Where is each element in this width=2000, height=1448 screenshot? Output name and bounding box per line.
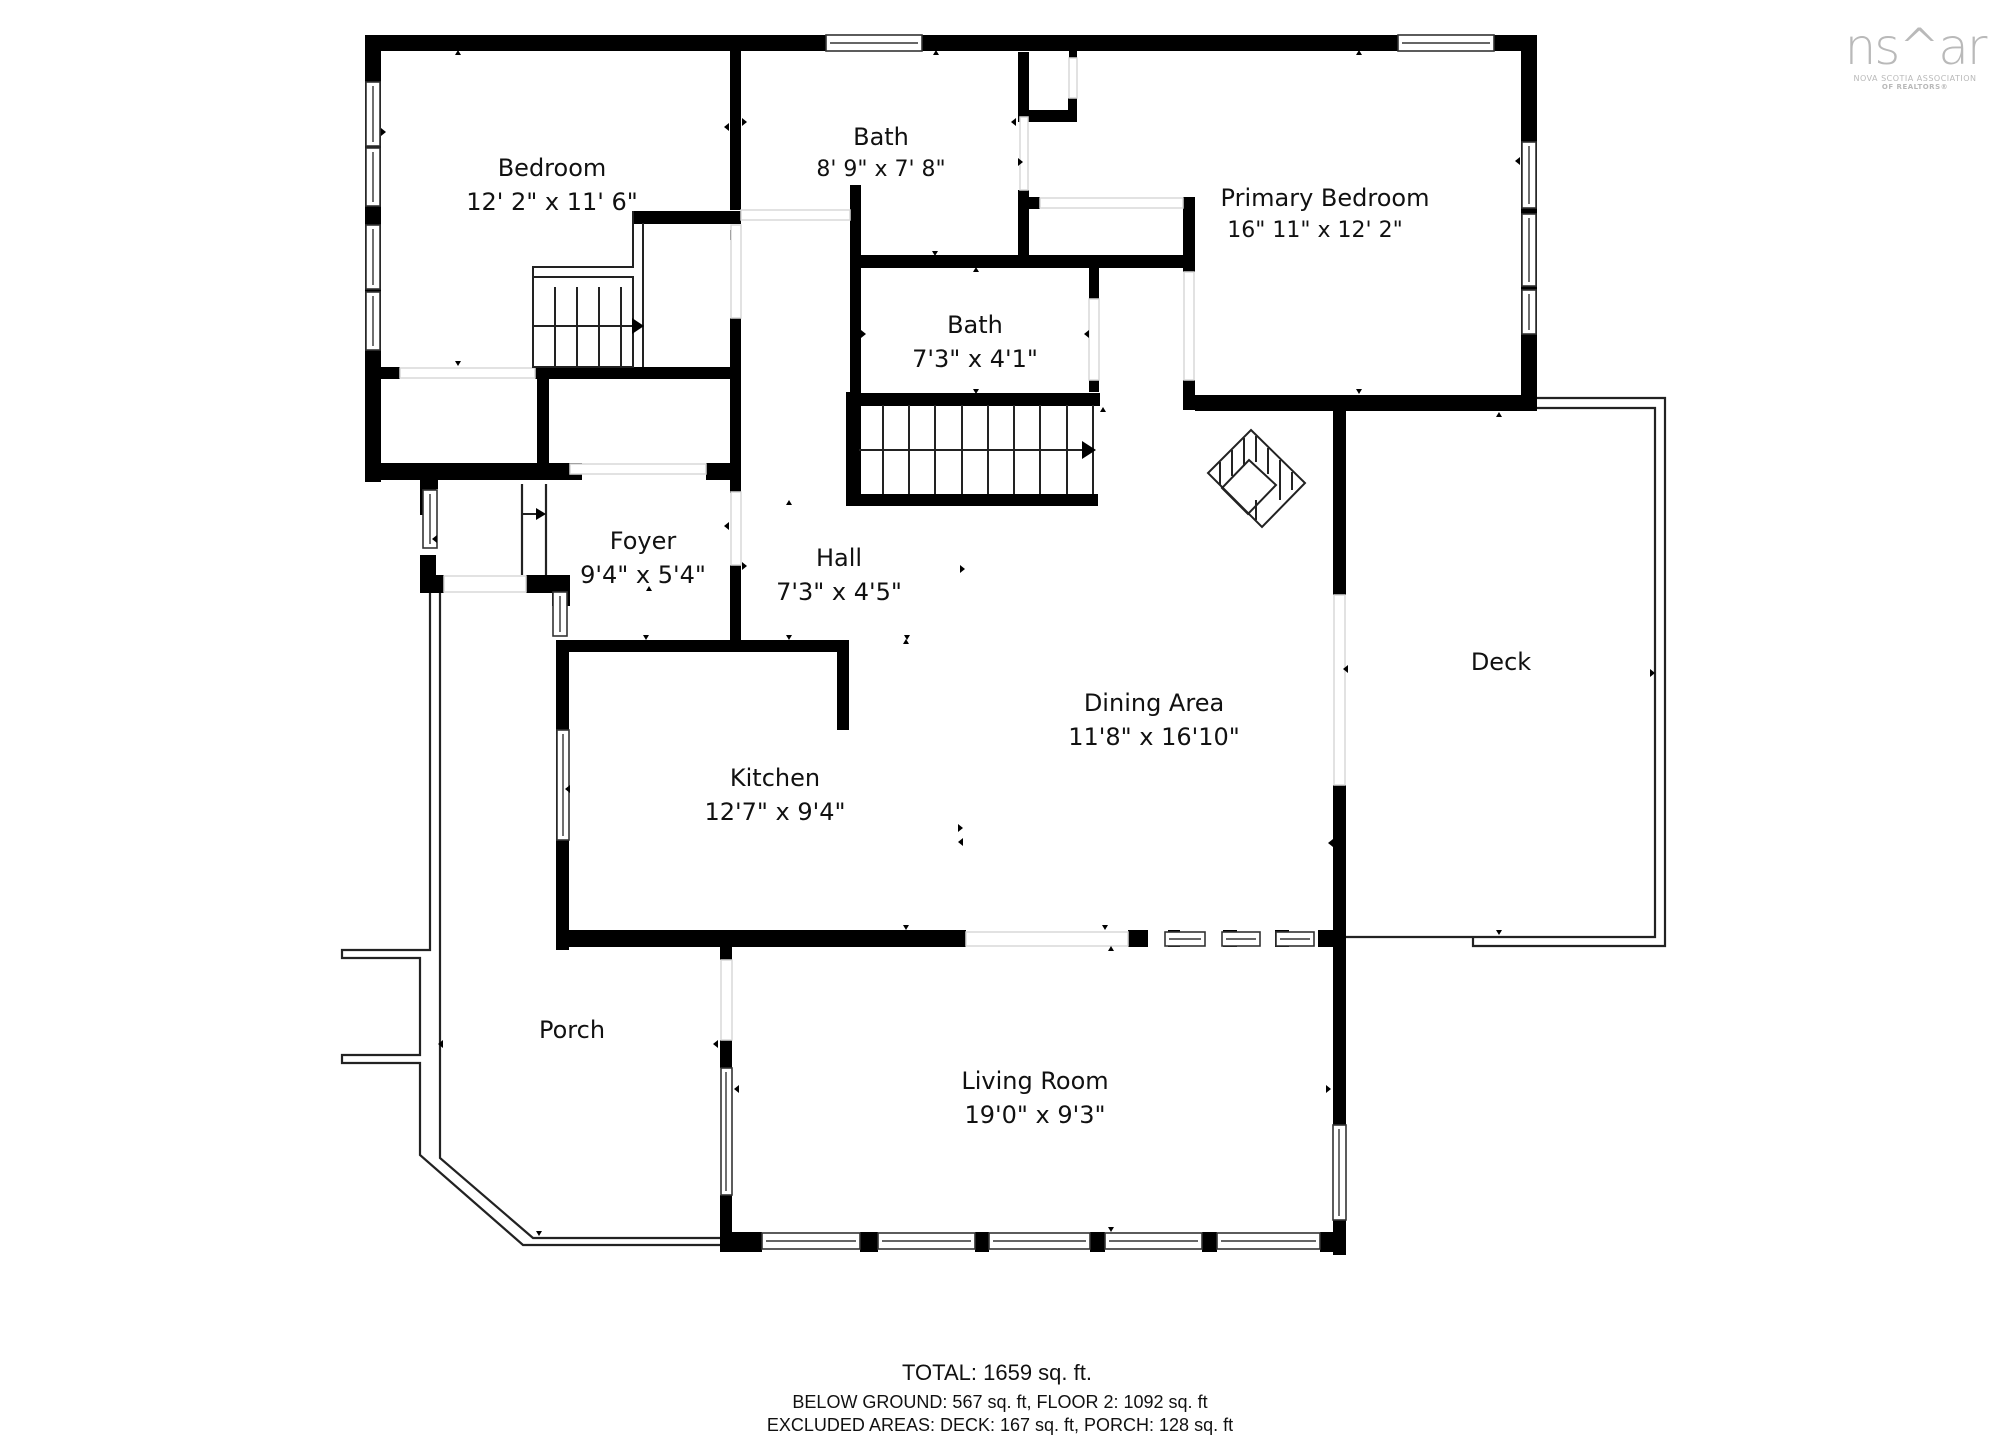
room-dimensions: 7'3" x 4'5" (776, 578, 902, 606)
camera-markers (381, 50, 1655, 1236)
room-label-bath-lower: Bath 7'3" x 4'1" (912, 313, 1038, 371)
room-label-living-room: Living Room 19'0" x 9'3" (961, 1069, 1108, 1127)
room-name: Dining Area (1083, 689, 1225, 717)
porch-railing (340, 484, 720, 1247)
entry-step (522, 508, 546, 520)
room-name: Kitchen (729, 764, 821, 792)
room-dimensions: 9'4" x 5'4" (580, 561, 706, 589)
room-dimensions: 11'8" x 16'10" (1068, 723, 1240, 751)
area-summary: TOTAL: 1659 sq. ft. BELOW GROUND: 567 sq… (0, 1360, 2000, 1436)
room-name: Deck (1470, 648, 1532, 676)
logo-mark: ns^ar (1844, 18, 1988, 76)
room-name: Bedroom (497, 154, 607, 182)
room-dimensions: 7'3" x 4'1" (912, 345, 1038, 373)
room-dimensions: 12'7" x 9'4" (704, 798, 846, 826)
room-name: Bath (947, 311, 1003, 339)
fireplace-icon (1206, 428, 1307, 529)
room-dimensions: 8' 9" x 7' 8" (816, 157, 946, 182)
room-label-hall: Hall 7'3" x 4'5" (776, 546, 902, 604)
total-area: TOTAL: 1659 sq. ft. (902, 1360, 1092, 1385)
room-label-deck: Deck (1471, 650, 1531, 674)
room-name: Bath (853, 123, 909, 151)
room-label-porch: Porch (539, 1018, 605, 1042)
room-dimensions: 16" 11" x 12' 2" (1227, 218, 1403, 243)
openings (399, 57, 1346, 1041)
floor-areas: BELOW GROUND: 567 sq. ft, FLOOR 2: 1092 … (792, 1392, 1208, 1412)
room-dimensions: 19'0" x 9'3" (964, 1101, 1106, 1129)
logo-line-1: NOVA SCOTIA ASSOCIATION (1853, 74, 1977, 83)
room-label-bedroom: Bedroom 12' 2" x 11' 6" (466, 156, 638, 214)
deck-railing (1346, 396, 1667, 948)
room-label-foyer: Foyer 9'4" x 5'4" (580, 529, 706, 587)
room-name: Hall (815, 544, 863, 572)
room-name: Porch (538, 1016, 606, 1044)
room-name: Living Room (961, 1067, 1109, 1095)
room-label-primary-bedroom: Primary Bedroom 16" 11" x 12' 2" (1221, 186, 1430, 242)
walls (365, 35, 1537, 1255)
logo-line-2: OF REALTORS® (1881, 83, 1949, 91)
room-dimensions: 12' 2" x 11' 6" (466, 188, 638, 216)
room-name: Foyer (609, 527, 677, 555)
staircase-center (846, 392, 1096, 506)
nsar-logo: ns^ar NOVA SCOTIA ASSOCIATION OF REALTOR… (1830, 22, 2000, 91)
room-label-bath-upper: Bath 8' 9" x 7' 8" (816, 125, 945, 181)
room-label-kitchen: Kitchen 12'7" x 9'4" (704, 766, 845, 824)
windows (365, 34, 1537, 1250)
staircase-upper-left (532, 211, 644, 368)
excluded-areas: EXCLUDED AREAS: DECK: 167 sq. ft, PORCH:… (766, 1415, 1234, 1435)
room-label-dining-area: Dining Area 11'8" x 16'10" (1068, 691, 1240, 749)
room-name: Primary Bedroom (1220, 184, 1430, 212)
